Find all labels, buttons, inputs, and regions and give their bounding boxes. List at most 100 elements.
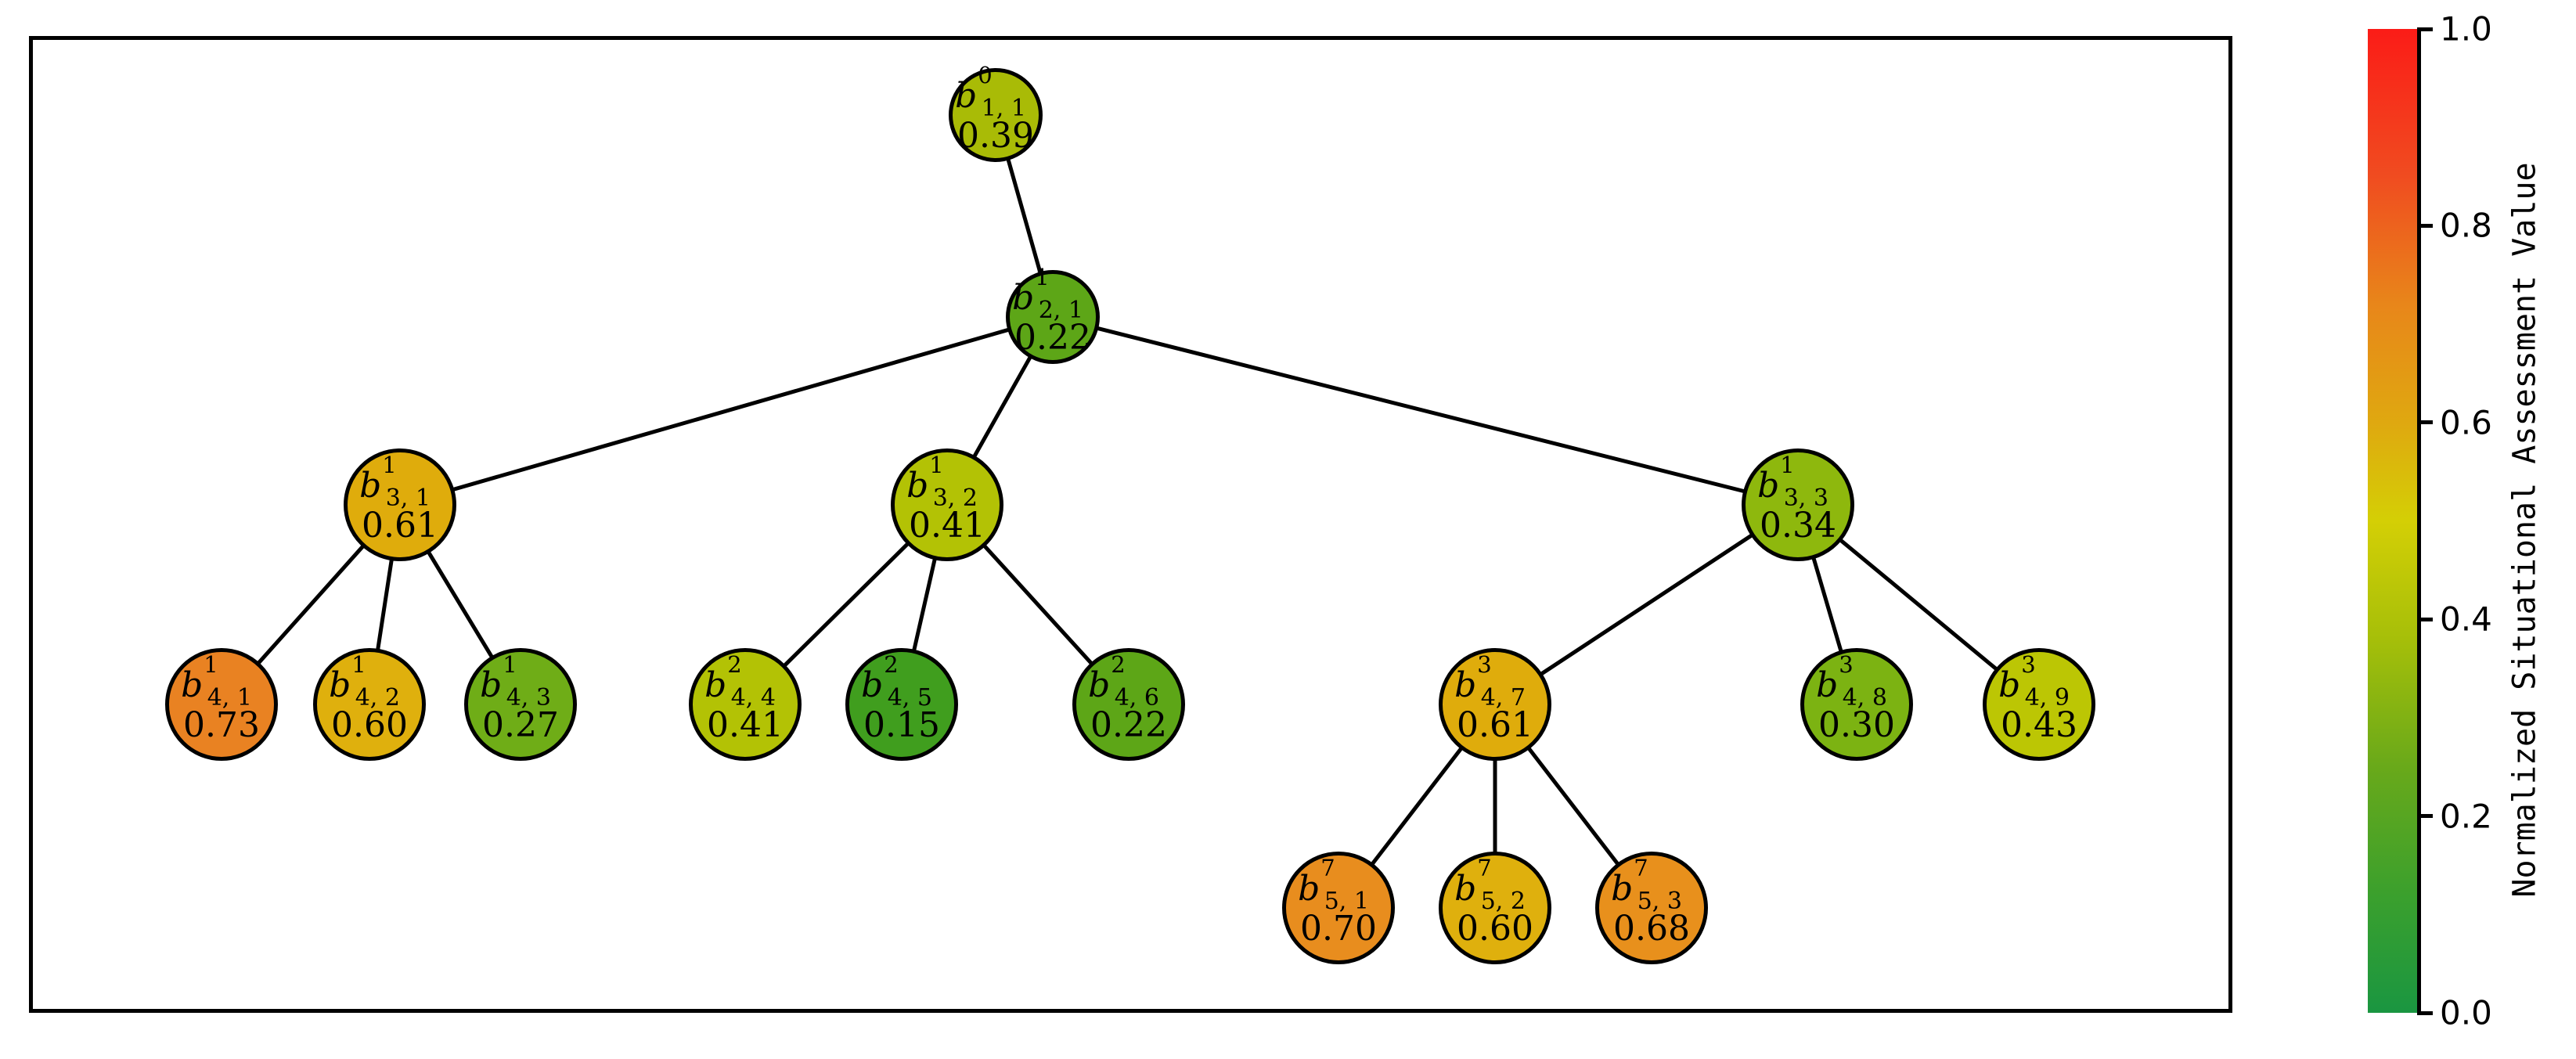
tree-node-subscript: 2, 1	[1038, 296, 1083, 324]
tree-node-indices: 34, 9	[2020, 654, 2080, 710]
tree-node-symbol: b	[480, 665, 503, 705]
tree-node-subscript: 4, 7	[1480, 683, 1526, 711]
colorbar-tick	[2417, 27, 2433, 31]
tree-node-superscript: 7	[1634, 855, 1648, 882]
colorbar-tick-label: 1.0	[2440, 9, 2492, 49]
tree-node-subscript: 3, 3	[1783, 484, 1828, 512]
tree-node-subscript: 4, 5	[887, 683, 932, 711]
tree-node-subscript: 4, 8	[1842, 683, 1887, 711]
tree-node-superscript: 7	[1477, 855, 1492, 882]
tree-node-symbol: b	[1298, 868, 1320, 909]
tree-node-symbol: b	[1998, 665, 2021, 705]
tree-node-subscript: 3, 1	[385, 484, 431, 512]
tree-node-symbol: b	[1012, 277, 1035, 318]
tree-node-indices: 13, 1	[381, 454, 441, 510]
tree-node-value: 0.30	[1818, 704, 1895, 745]
tree-node-value: 0.68	[1613, 908, 1690, 949]
colorbar-tick	[2417, 223, 2433, 228]
tree-node-symbol: b	[1454, 665, 1477, 705]
tree-node-subscript: 4, 1	[207, 683, 252, 711]
tree-node-value: 0.39	[957, 115, 1034, 156]
tree-node-symbol: b	[861, 665, 884, 705]
tree-node-value: 0.41	[707, 704, 784, 745]
tree-node-subscript: 5, 1	[1324, 887, 1369, 915]
tree-node-symbol: b	[1757, 465, 1780, 506]
tree-node-value: 0.15	[863, 704, 940, 745]
colorbar-tick-label: 0.2	[2440, 797, 2492, 836]
tree-node-superscript: 3	[2021, 651, 2036, 679]
colorbar-tick	[2417, 814, 2433, 819]
colorbar-tick-label: 0.8	[2440, 206, 2492, 245]
colorbar-tick-label: 0.6	[2440, 403, 2492, 442]
tree-node-value: 0.43	[2001, 704, 2077, 745]
tree-node-symbol: b	[359, 465, 382, 506]
tree-node-value: 0.60	[1457, 908, 1533, 949]
tree-node-symbol: b	[906, 465, 929, 506]
colorbar-axis-line	[2417, 29, 2421, 1013]
tree-node-indices: 2 4, 4	[726, 654, 786, 710]
tree-node-subscript: 4, 4	[730, 683, 776, 711]
tree-node-symbol: b	[704, 665, 727, 705]
tree-node-value: 0.70	[1300, 908, 1377, 949]
tree-node-value: 0.27	[482, 704, 559, 745]
tree-node-value: 0.61	[1457, 704, 1533, 745]
tree-node-symbol: b	[1088, 665, 1111, 705]
tree-node-subscript: 4, 6	[1114, 683, 1159, 711]
tree-node-superscript: 1	[1780, 452, 1795, 479]
tree-node-indices: 2 4, 5	[883, 654, 942, 710]
tree-node-indices: 14, 2	[351, 654, 410, 710]
tree-node-value: 0.22	[1090, 704, 1167, 745]
tree-node-subscript: 5, 3	[1637, 887, 1682, 915]
tree-node-indices: 7 5, 3	[1633, 857, 1692, 913]
colorbar-tick	[2417, 617, 2433, 621]
tree-node-subscript: 4, 2	[355, 683, 400, 711]
tree-node-superscript: 2	[727, 651, 742, 679]
tree-node-indices: 1 3, 3	[1779, 454, 1839, 510]
tree-node-value: 0.60	[331, 704, 408, 745]
tree-node-value: 0.34	[1760, 505, 1836, 546]
tree-node-indices: 14, 3	[502, 654, 561, 710]
tree-node-value: 0.61	[362, 505, 438, 546]
tree-node-indices: 3 4, 7	[1476, 654, 1536, 710]
tree-node-indices: 75, 1	[1320, 857, 1379, 913]
tree-node-indices: 34, 8	[1838, 654, 1897, 710]
colorbar-axis-label: Normalized Situational Assessment Value	[2502, 0, 2549, 1059]
tree-node-superscript: 1	[1035, 264, 1050, 291]
tree-node-value: 0.73	[183, 704, 260, 745]
tree-node-superscript: 3	[1477, 651, 1492, 679]
colorbar-axis-label-text: Normalized Situational Assessment Value	[2507, 161, 2544, 898]
tree-node-superscript: 2	[884, 651, 899, 679]
tree-node-symbol: b	[329, 665, 351, 705]
